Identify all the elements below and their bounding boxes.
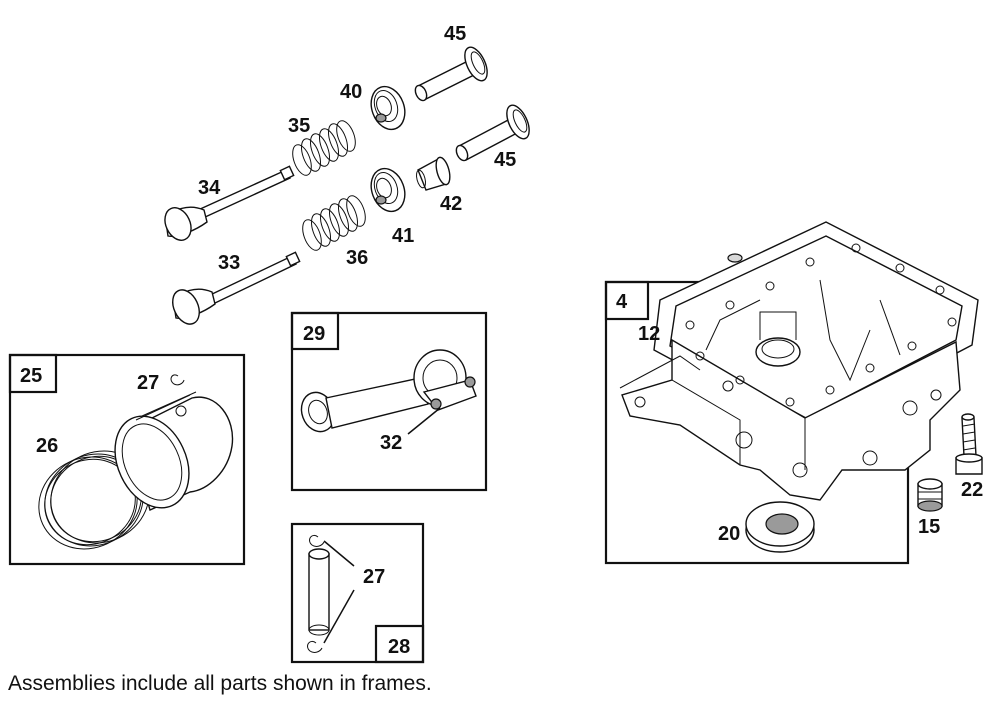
valve-rotator-part <box>415 156 451 191</box>
frame-piston <box>8 353 246 566</box>
piston-pin-part <box>308 548 330 636</box>
callout-22: 22 <box>961 479 983 501</box>
frame-connecting-rod-number-box <box>290 311 340 351</box>
callout-45-right: 45 <box>494 149 516 171</box>
callout-42: 42 <box>440 193 462 215</box>
drain-plug-15-part <box>917 478 943 512</box>
callout-41: 41 <box>392 225 414 247</box>
circlip-piston-part <box>170 374 185 386</box>
crankcase-sump-part <box>619 243 961 501</box>
valve-spring-lower-part <box>302 195 366 251</box>
callout-12: 12 <box>638 323 660 345</box>
callout-27-pin: 27 <box>363 566 385 588</box>
assembly-note: Assemblies include all parts shown in fr… <box>8 672 432 695</box>
frame-piston-pin <box>290 522 425 664</box>
connecting-rod-part <box>300 349 477 433</box>
frame-number-4: 4 <box>616 291 628 313</box>
valve-spring-top-part <box>292 120 356 176</box>
circlip-pin-part <box>307 534 325 653</box>
retainer-top-part <box>370 85 406 131</box>
leader-lines <box>323 407 441 644</box>
callout-27-piston: 27 <box>137 372 159 394</box>
callout-34: 34 <box>198 177 221 199</box>
frame-number-25: 25 <box>20 365 42 387</box>
frame-connecting-rod <box>290 311 488 492</box>
retainer-lower-part <box>370 167 406 213</box>
callout-26: 26 <box>36 435 58 457</box>
callout-40: 40 <box>340 81 362 103</box>
callout-35: 35 <box>288 115 310 137</box>
callout-45-top: 45 <box>444 23 466 45</box>
callout-20: 20 <box>718 523 740 545</box>
bolt-22-part <box>955 413 983 475</box>
valve-33-part <box>172 251 301 325</box>
frame-crankcase-number-box <box>604 280 650 321</box>
frame-number-28: 28 <box>388 636 410 658</box>
tappet-right-part <box>455 104 530 162</box>
callout-15: 15 <box>918 516 940 538</box>
frame-piston-number-box <box>8 353 58 394</box>
callout-32: 32 <box>380 432 402 454</box>
callout-33: 33 <box>218 252 240 274</box>
frame-number-29: 29 <box>303 323 325 345</box>
callout-36: 36 <box>346 247 368 269</box>
tappet-top-part <box>414 46 488 102</box>
piston-part <box>114 391 234 511</box>
frame-piston-pin-number-box <box>374 624 425 664</box>
valve-34-part <box>164 165 295 241</box>
oil-seal-part <box>745 501 815 553</box>
